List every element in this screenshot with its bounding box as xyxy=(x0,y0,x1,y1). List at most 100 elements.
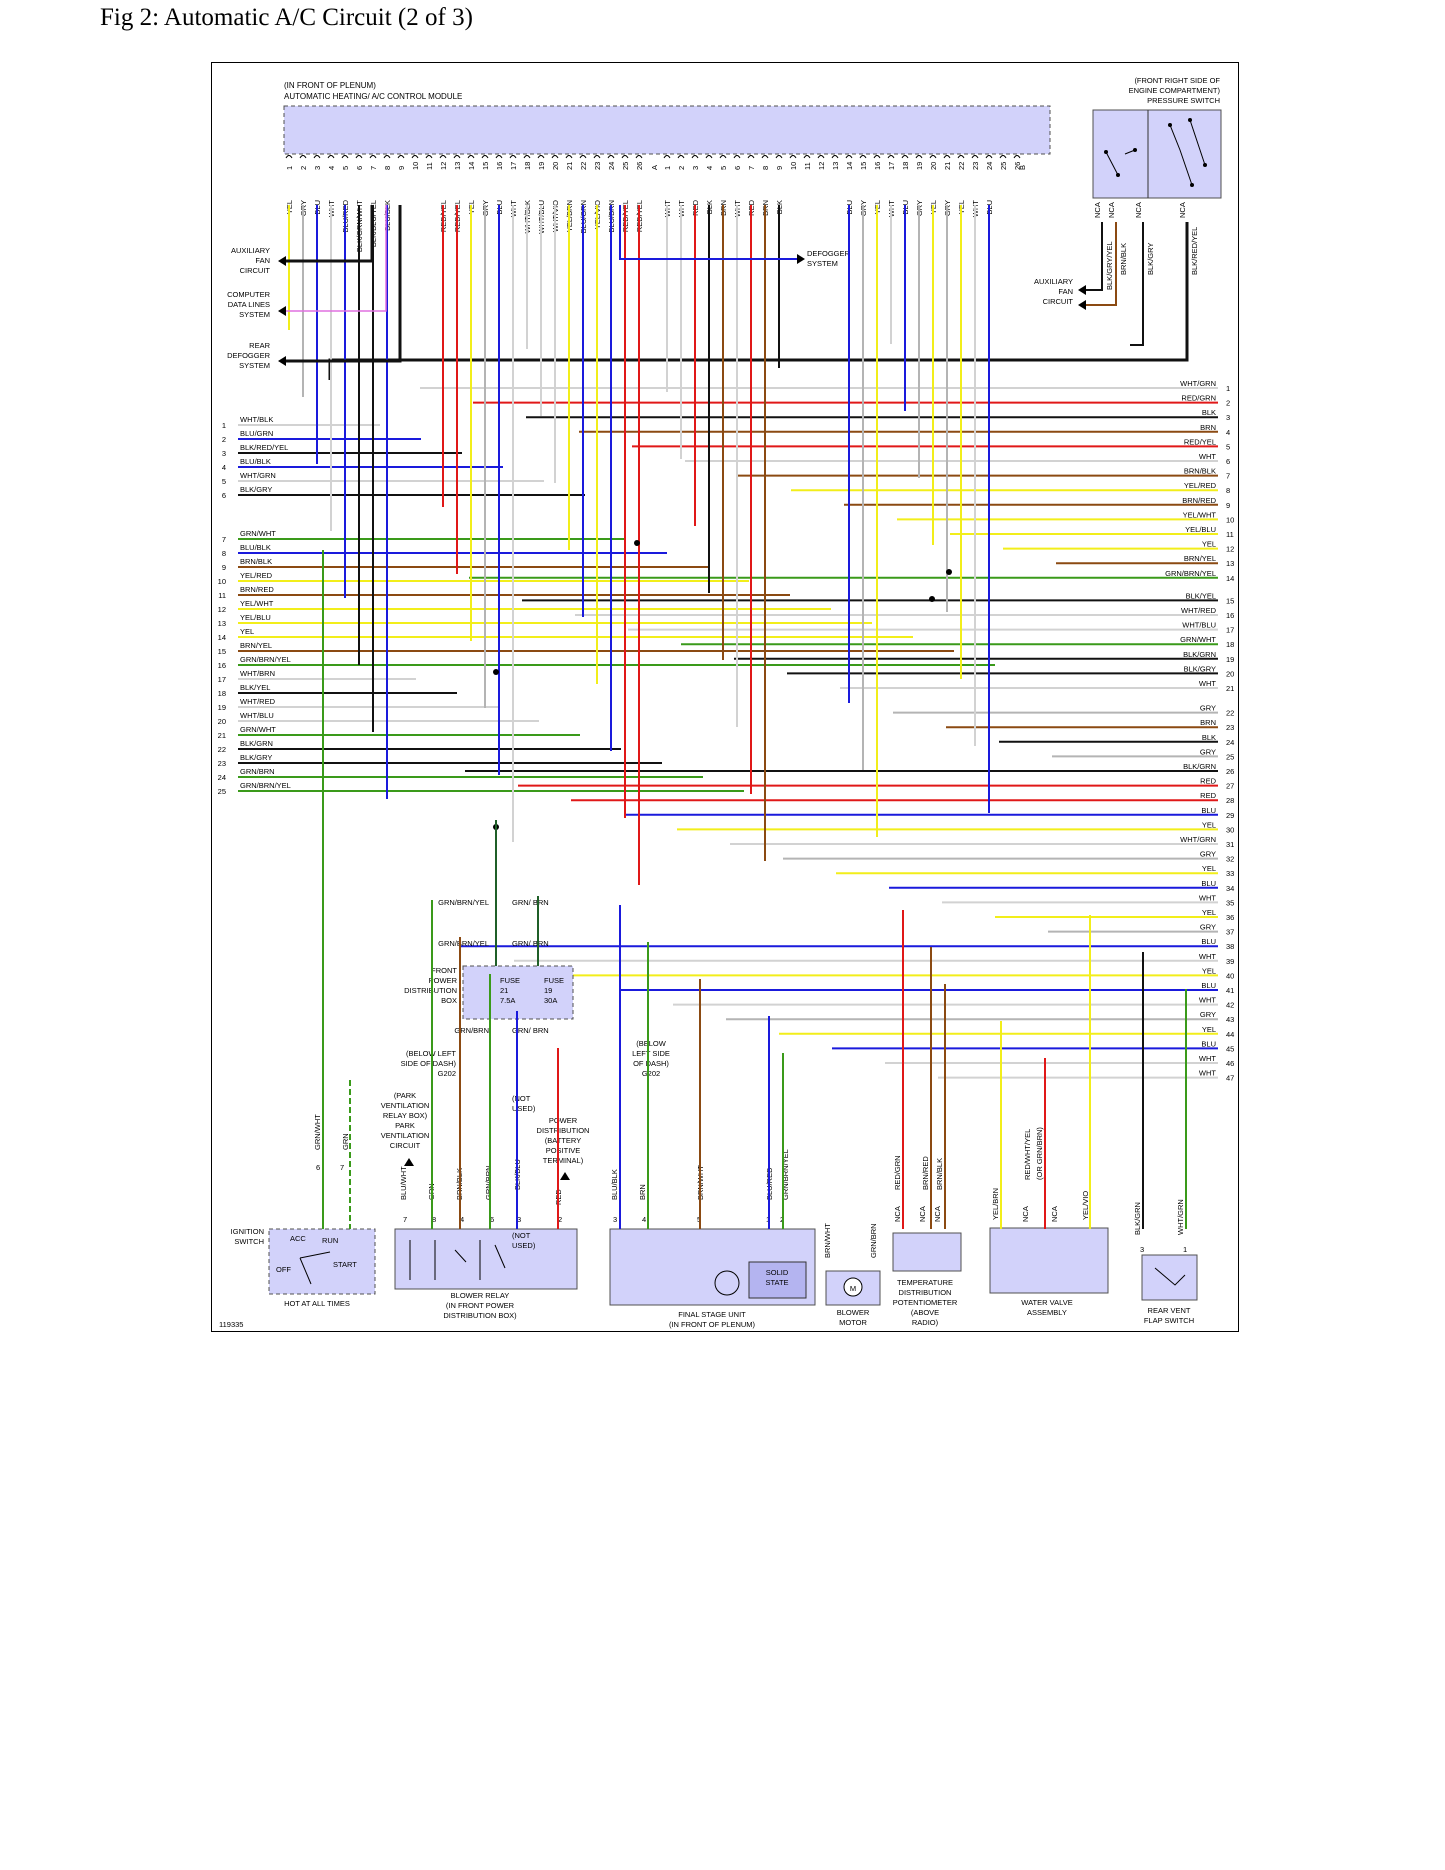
relay-not-used-label: USED) xyxy=(512,1241,536,1250)
left-wire-number: 25 xyxy=(218,787,226,796)
right-wire-number: 22 xyxy=(1226,709,1234,718)
right-wire-number: 37 xyxy=(1226,928,1234,937)
module-pin-a-number: 26 xyxy=(635,162,644,170)
right-wire-number: 12 xyxy=(1226,545,1234,554)
rear-defogger-label: DEFOGGER xyxy=(227,351,271,360)
left-wire-label: WHT/BLU xyxy=(240,711,274,720)
right-wire-label: WHT/GRN xyxy=(1180,379,1216,388)
left-wire-number: 4 xyxy=(222,463,226,472)
right-wire-number: 32 xyxy=(1226,855,1234,864)
module-pin-a xyxy=(523,155,531,159)
module-pin-a xyxy=(579,155,587,159)
module-pin-b-number: 9 xyxy=(775,166,784,170)
fuse-not-used-label: USED) xyxy=(512,1104,536,1113)
rear-defogger-label: SYSTEM xyxy=(239,361,270,370)
left-wire-label: GRN/BRN/YEL xyxy=(240,781,291,790)
left-wire-number: 8 xyxy=(222,549,226,558)
ground-g202-right-label: LEFT SIDE xyxy=(632,1049,670,1058)
left-wire-number: 23 xyxy=(218,759,226,768)
right-wire-label: BRN/YEL xyxy=(1184,554,1216,563)
pressure-switch-contacts xyxy=(1105,119,1206,186)
control-module-box xyxy=(283,105,1051,155)
aux-fan-circuit-right-label: CIRCUIT xyxy=(1043,297,1074,306)
pressure-switch-terminal xyxy=(1104,150,1108,154)
left-wire-label: YEL xyxy=(240,627,254,636)
water-valve-box xyxy=(989,1227,1109,1294)
water-valve-pin: NCA xyxy=(1021,1206,1030,1222)
right-wire-number: 39 xyxy=(1226,957,1234,966)
left-wire-number: 1 xyxy=(222,421,226,430)
left-wire-number: 18 xyxy=(218,689,226,698)
left-wire-label: WHT/GRN xyxy=(240,471,276,480)
left-wire-number: 20 xyxy=(218,717,226,726)
module-pin-b xyxy=(901,155,909,159)
right-wire-label: BLK/YEL xyxy=(1186,591,1216,600)
right-wire-number: 11 xyxy=(1226,530,1234,539)
pressure-switch-box xyxy=(1092,109,1222,199)
wire-aux-fan-left xyxy=(286,205,374,263)
right-wire-label: WHT xyxy=(1199,679,1216,688)
left-wire-label: GRN/WHT xyxy=(240,529,276,538)
right-wire-label: BLK/GRN xyxy=(1183,762,1216,771)
module-pin-b xyxy=(887,155,895,159)
right-wire-label: GRY xyxy=(1200,923,1216,932)
power-distribution-label: TERMINAL) xyxy=(543,1156,584,1165)
bottom-wire-label: YEL/VIO xyxy=(1081,1191,1090,1220)
computer-data-lines-label: COMPUTER xyxy=(227,290,271,299)
aux-fan-circuit-right-label: FAN xyxy=(1058,287,1073,296)
right-wire-label: GRY xyxy=(1200,850,1216,859)
left-wire-label: YEL/BLU xyxy=(240,613,271,622)
pressure-switch-name: PRESSURE SWITCH xyxy=(1147,96,1220,105)
fuse-below-right-label: GRN/ BRN xyxy=(512,1026,549,1035)
right-wire-number: 3 xyxy=(1226,413,1230,422)
right-wire-number: 27 xyxy=(1226,782,1234,791)
left-wire-label: YEL/WHT xyxy=(240,599,274,608)
fuse-conn2-left-label: GRN/BRN/YEL xyxy=(438,939,489,948)
pressure-switch-terminal xyxy=(1116,173,1120,177)
fuse-21-label: FUSE xyxy=(500,976,520,985)
module-pin-b-number: 15 xyxy=(859,162,868,170)
bottom-wire-label: GRN/BRN xyxy=(484,1165,493,1200)
module-pin-b xyxy=(803,155,811,159)
right-wire-number: 15 xyxy=(1226,596,1234,605)
right-wire-label: YEL xyxy=(1202,966,1216,975)
right-wire-label: GRY xyxy=(1200,704,1216,713)
fuse-box-name: BOX xyxy=(441,996,457,1005)
blower-relay-caption: BLOWER RELAY xyxy=(451,1291,510,1300)
left-wire-label: BLK/YEL xyxy=(240,683,270,692)
right-wire-label: WHT xyxy=(1199,452,1216,461)
module-pin-b xyxy=(985,155,993,159)
module-pin-a xyxy=(285,155,293,159)
right-wire-number: 41 xyxy=(1226,986,1234,995)
pressure-switch-wire-label: BRN/BLK xyxy=(1119,243,1128,275)
left-wire-label: BLU/BLK xyxy=(240,543,271,552)
left-wire-label: WHT/BRN xyxy=(240,669,275,678)
module-pin-b-number: 8 xyxy=(761,166,770,170)
computer-data-lines-label: SYSTEM xyxy=(239,310,270,319)
module-pin-a-number: 17 xyxy=(509,162,518,170)
bottom-wire-label: BLK/GRN xyxy=(1133,1202,1142,1235)
module-pin-b xyxy=(817,155,825,159)
fuse-conn1-right-label: GRN/ BRN xyxy=(512,898,549,907)
blower-relay-box xyxy=(394,1228,578,1290)
left-wire-label: BLU/GRN xyxy=(240,429,273,438)
module-pin-b xyxy=(999,155,1007,159)
right-wire-number: 33 xyxy=(1226,869,1234,878)
right-wire-label: WHT xyxy=(1199,952,1216,961)
defogger-system-label: SYSTEM xyxy=(807,259,838,268)
module-pin-b xyxy=(719,155,727,159)
bottom-wire-label: GRN/BRN xyxy=(869,1223,878,1258)
aux-fan-circuit-left-label: AUXILIARY xyxy=(231,246,270,255)
module-name-label: AUTOMATIC HEATING/ A/C CONTROL MODULE xyxy=(284,92,462,101)
ignition-run-label: RUN xyxy=(322,1236,338,1245)
right-wire-number: 31 xyxy=(1226,840,1234,849)
right-wire-label: WHT/BLU xyxy=(1182,621,1216,630)
module-pin-b-number: 23 xyxy=(971,162,980,170)
blower-relay-caption: (IN FRONT POWER xyxy=(446,1301,515,1310)
module-pin-a xyxy=(453,155,461,159)
right-wire-number: 46 xyxy=(1226,1059,1234,1068)
right-wire-number: 35 xyxy=(1226,898,1234,907)
module-pin-a xyxy=(439,155,447,159)
right-wire-label: BLK/GRY xyxy=(1184,664,1216,673)
